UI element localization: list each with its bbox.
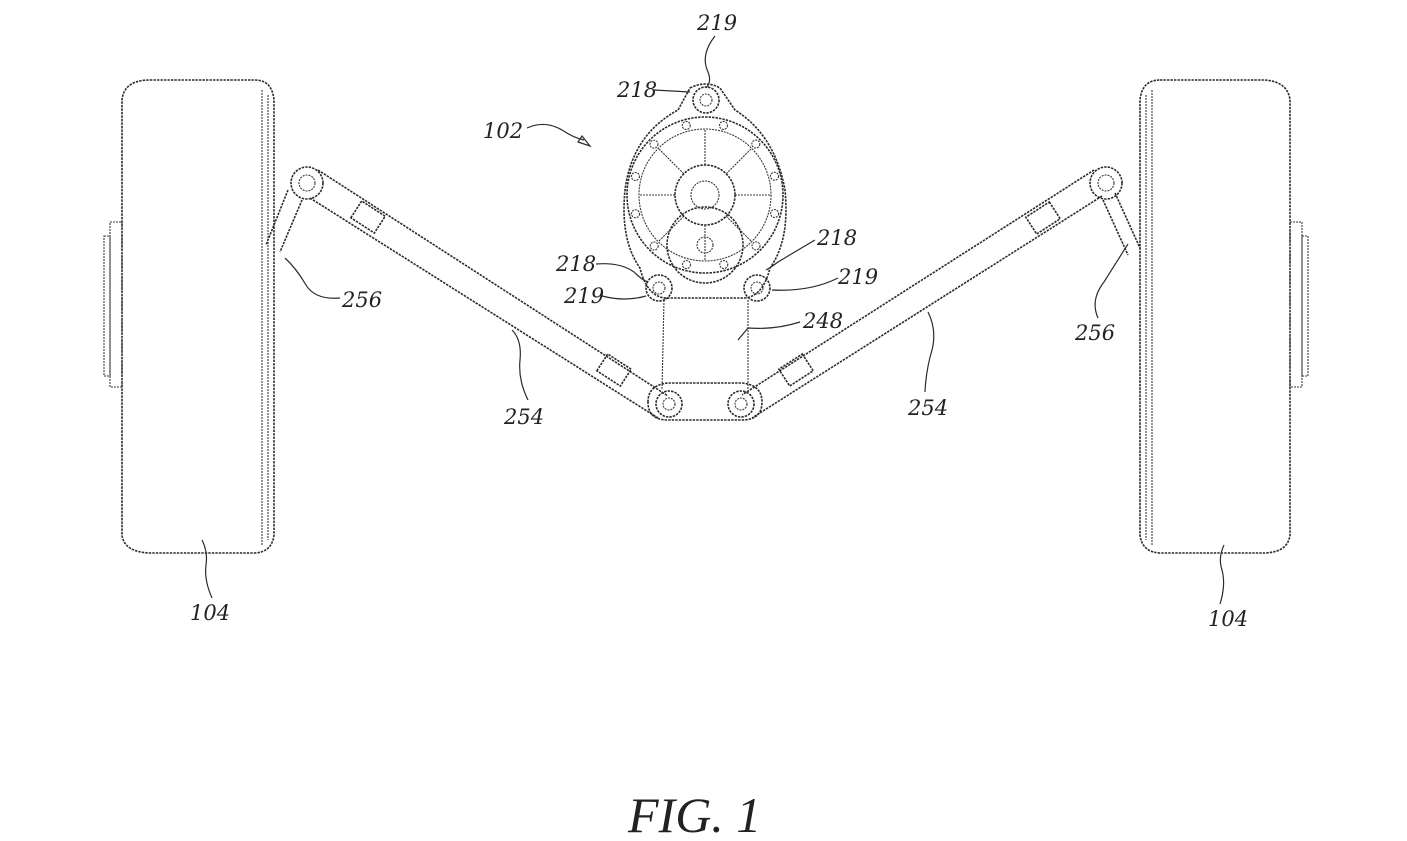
bolt-hole [631, 210, 639, 218]
bolt-hole [752, 242, 760, 250]
ref-label-104-right: 104 [1208, 607, 1248, 631]
hub-spoke [726, 148, 751, 173]
figure-caption: FIG. 1 [627, 787, 761, 841]
ref-label-219-top: 219 [696, 11, 737, 35]
bolt-hole [650, 140, 658, 148]
ref-label-256-left: 256 [341, 288, 382, 312]
bolt-hole [682, 121, 690, 129]
hub-spoke [658, 148, 683, 173]
leader-lines [202, 36, 1224, 604]
ref-label-102: 102 [483, 119, 523, 143]
bracket [648, 300, 762, 420]
ref-label-248: 248 [802, 309, 843, 333]
left-wheel [104, 80, 274, 553]
ref-label-104-left: 104 [190, 601, 230, 625]
ref-label-219-right: 219 [837, 265, 878, 289]
bolt-hole [771, 210, 779, 218]
ref-label-218-top: 218 [616, 78, 657, 102]
right-strut [1090, 167, 1140, 255]
right-wheel [1140, 80, 1308, 553]
bolt-hole [682, 261, 690, 269]
ref-label-218-left: 218 [555, 252, 596, 276]
hub-spoke [658, 216, 683, 241]
ref-label-218-right: 218 [816, 226, 857, 250]
bolt-hole [752, 140, 760, 148]
bolt-hole [720, 121, 728, 129]
ref-label-254-right: 254 [907, 396, 948, 420]
drive-assembly [624, 84, 786, 301]
right-link-arm [742, 170, 1102, 418]
ref-label-256-right: 256 [1074, 321, 1115, 345]
bolt-hole [650, 242, 658, 250]
bolt-hole [771, 172, 779, 180]
ref-label-219-left: 219 [563, 284, 604, 308]
ref-label-254-left: 254 [503, 405, 544, 429]
bolt-hole [720, 261, 728, 269]
bolt-hole [631, 172, 639, 180]
